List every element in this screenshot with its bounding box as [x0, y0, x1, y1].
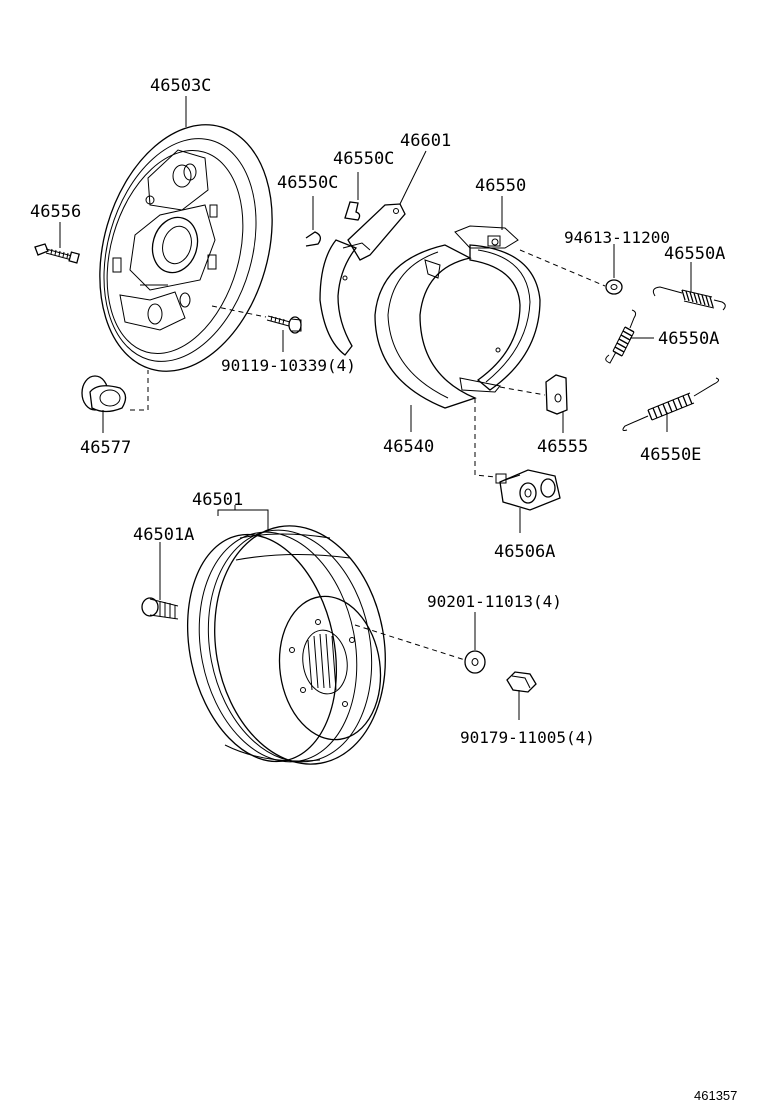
- bolt-90119: [266, 315, 302, 334]
- label-46550: 46550: [475, 176, 526, 196]
- return-spring-upper: [652, 286, 726, 311]
- label-46555: 46555: [537, 437, 588, 457]
- label-46501a: 46501A: [133, 525, 194, 545]
- label-46550a-lower: 46550A: [658, 329, 719, 349]
- nut-90179: [506, 671, 537, 693]
- washer-90201: [464, 650, 486, 674]
- label-46601: 46601: [400, 131, 451, 151]
- retainer-clip-upper: [344, 201, 361, 221]
- backing-plate: [99, 124, 273, 372]
- retainer-clip-lower: [305, 231, 322, 247]
- brake-shoe-assembly: [374, 225, 541, 409]
- label-46550e: 46550E: [640, 445, 701, 465]
- label-90201-11013: 90201-11013(4): [427, 592, 562, 611]
- label-46550c-upper: 46550C: [333, 149, 394, 169]
- parking-lever-46601: [319, 203, 406, 356]
- bolt-46556: [34, 243, 80, 264]
- label-46550a-upper: 46550A: [664, 244, 725, 264]
- label-46577: 46577: [80, 438, 131, 458]
- label-90179-11005: 90179-11005(4): [460, 728, 595, 747]
- label-46501: 46501: [192, 490, 243, 510]
- adjuster-46506a: [495, 469, 561, 511]
- label-46503c: 46503C: [150, 76, 211, 96]
- label-90119-10339: 90119-10339(4): [221, 356, 356, 375]
- label-46540: 46540: [383, 437, 434, 457]
- label-46550c-lower: 46550C: [277, 173, 338, 193]
- hub-bolt-46501a: [141, 597, 179, 620]
- plug-46577: [81, 375, 127, 413]
- label-46556: 46556: [30, 202, 81, 222]
- brake-drum-46501: [186, 525, 386, 765]
- adjuster-pin-46555: [545, 374, 568, 415]
- adjuster-spring-46550e: [622, 377, 720, 431]
- figure-reference-number: 461357: [694, 1088, 737, 1103]
- return-spring-lower: [605, 309, 637, 364]
- label-46506a: 46506A: [494, 542, 555, 562]
- washer-94613: [605, 279, 623, 295]
- label-94613-11200: 94613-11200: [564, 228, 670, 247]
